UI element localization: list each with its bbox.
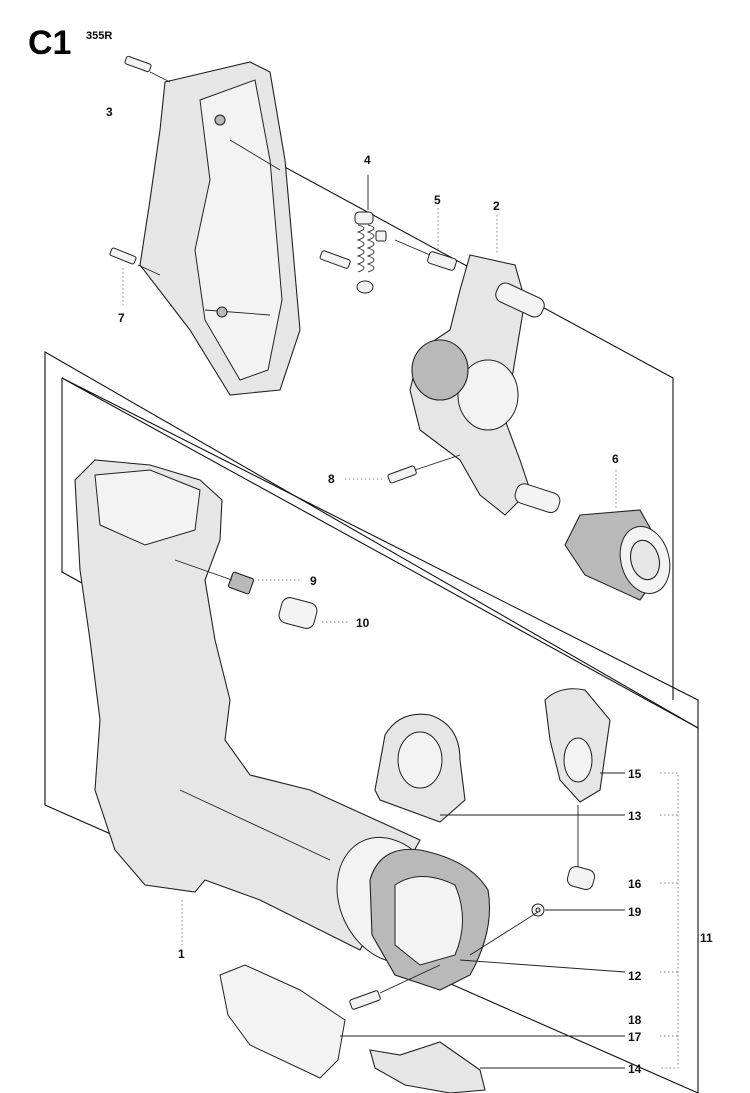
part-16-pin: [566, 805, 596, 890]
part-7-screw: [109, 247, 161, 305]
callout-10: 10: [356, 616, 370, 630]
callout-9: 9: [310, 574, 317, 588]
callout-5: 5: [434, 193, 441, 207]
part-13-clip: [374, 713, 625, 823]
callout-8: 8: [328, 472, 335, 486]
part-3-cover-bracket: [139, 61, 301, 396]
callout-11: 11: [700, 931, 713, 945]
part-19-washer: [531, 903, 625, 917]
model-number: 355R: [86, 30, 113, 42]
callout-16: 16: [628, 877, 642, 891]
assembly-frame-inner: [61, 377, 699, 729]
part-14-trigger: [369, 1041, 625, 1093]
part-18-screw: [349, 964, 441, 1010]
part-4-spring: [354, 175, 387, 294]
part-17-trigger-cover: [219, 964, 625, 1079]
group-bracket-11: [660, 772, 679, 1069]
callout-14: 14: [628, 1062, 642, 1076]
callout-12: 12: [628, 969, 642, 983]
part-3-screw: [124, 55, 171, 83]
part-5-pin: [394, 208, 457, 271]
callout-17: 17: [628, 1030, 642, 1044]
assembly-frame-outer: [44, 351, 699, 1093]
part-6-damper: [564, 470, 671, 601]
part-2-bracket: [409, 215, 561, 516]
callout-6: 6: [612, 452, 619, 466]
callout-7: 7: [118, 311, 125, 325]
callout-1: 1: [178, 947, 185, 961]
callout-3: 3: [106, 105, 113, 119]
part-8-screw: [345, 454, 461, 484]
callout-15: 15: [628, 767, 642, 781]
small-screw: [319, 250, 351, 269]
part-12-clamp: [369, 848, 626, 991]
part-10-sleeve: [278, 597, 350, 629]
callout-18: 18: [628, 1013, 642, 1027]
part-15-lever: [544, 688, 625, 803]
callout-13: 13: [628, 809, 642, 823]
callout-2: 2: [493, 199, 500, 213]
callout-19: 19: [628, 905, 642, 919]
part-9-nut: [174, 559, 300, 595]
callout-4: 4: [364, 153, 371, 167]
assembly-frame-upper: [234, 139, 674, 700]
sheet-code: C1: [28, 24, 72, 62]
